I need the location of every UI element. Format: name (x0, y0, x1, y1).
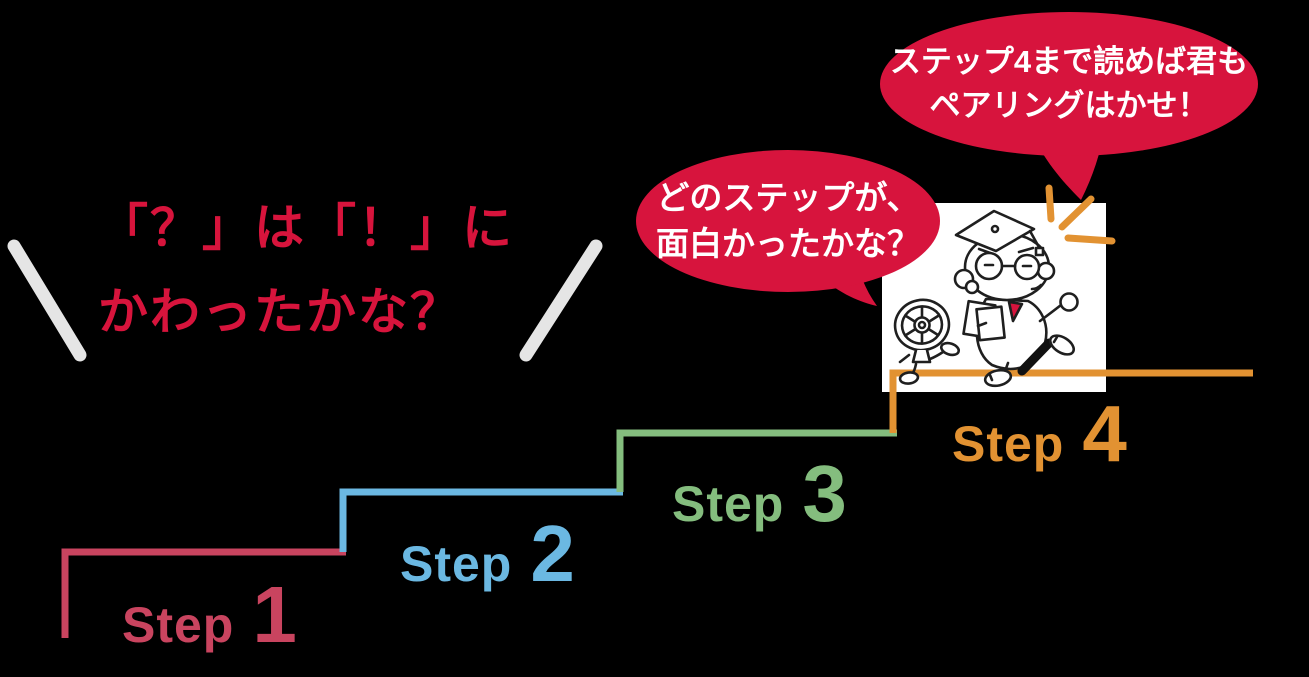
step-1-line (61, 548, 346, 638)
emphasis-stroke-left-icon (7, 239, 87, 362)
step-3-label: Step 3 (672, 454, 847, 534)
step-4-line (889, 369, 1253, 433)
step-4-word: Step (952, 416, 1065, 472)
step-4-number: 4 (1082, 389, 1127, 478)
bubble-2-line2: ペアリングはかせ！ (929, 88, 1209, 123)
headline-line2: かわったかな？ (98, 284, 462, 340)
fan-character-icon (893, 298, 961, 385)
speech-bubble-which-step: どのステップが、 面白かったかな？ (636, 150, 940, 292)
step-2-word: Step (400, 536, 513, 592)
step-3-number: 3 (802, 449, 847, 538)
headline: 「？」は「！」に かわったかな？ (98, 186, 514, 354)
headline-line1: 「？」は「！」に (98, 200, 514, 256)
bubble-1-line2: 面白かったかな？ (656, 225, 920, 262)
step-1-word: Step (122, 597, 235, 653)
step-3-line (616, 429, 897, 492)
professor-and-fan-illustration (893, 209, 1079, 388)
step-2-number: 2 (530, 509, 575, 598)
step-4-label: Step 4 (952, 394, 1127, 474)
bubble-1-line1: どのステップが、 (656, 179, 920, 216)
bubble-2-line1: ステップ4まで読めば君も (889, 44, 1249, 79)
emphasis-stroke-right-icon (519, 239, 603, 362)
speech-bubble-pairing-master: ステップ4まで読めば君も ペアリングはかせ！ (880, 12, 1258, 156)
step-1-label: Step 1 (122, 575, 297, 655)
step-2-line (339, 488, 623, 552)
professor-character-icon (953, 209, 1079, 388)
step-3-word: Step (672, 476, 785, 532)
step-2-label: Step 2 (400, 514, 575, 594)
step-1-number: 1 (252, 570, 297, 659)
